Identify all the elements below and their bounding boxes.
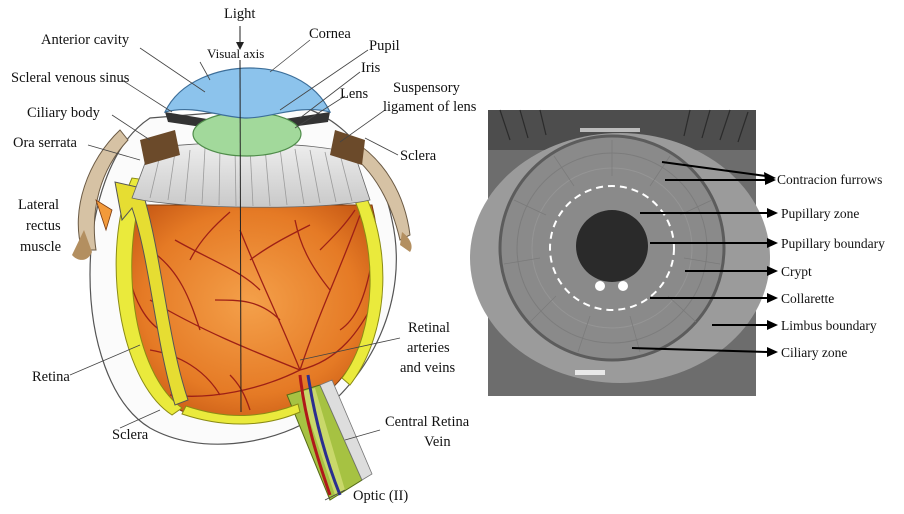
label-lateral: Lateral [18, 197, 59, 213]
label-suspensory-1: Suspensory [393, 80, 460, 96]
label-ciliary-zone: Ciliary zone [781, 345, 847, 360]
label-optic: Optic (II) [353, 488, 408, 504]
label-central-retina: Central Retina [385, 414, 469, 430]
label-contraction-furrows: Contracion furrows [777, 172, 882, 187]
pupil [576, 210, 648, 282]
iris-photo [470, 110, 770, 396]
label-lens: Lens [340, 86, 368, 102]
label-pupillary-zone: Pupillary zone [781, 206, 859, 221]
label-sclera-right: Sclera [400, 148, 436, 164]
label-ora-serrata: Ora serrata [13, 135, 77, 151]
label-suspensory-2: ligament of lens [383, 99, 476, 115]
label-crypt: Crypt [781, 264, 812, 279]
label-pupillary-boundary: Pupillary boundary [781, 236, 885, 251]
label-and-veins: and veins [400, 360, 455, 376]
label-pupil: Pupil [369, 38, 400, 54]
label-limbus-boundary: Limbus boundary [781, 318, 877, 333]
label-muscle: muscle [20, 239, 61, 255]
label-arteries: arteries [407, 340, 450, 356]
label-ciliary-body: Ciliary body [27, 105, 100, 121]
label-scleral-venous-sinus: Scleral venous sinus [11, 70, 129, 86]
label-light: Light [224, 6, 255, 22]
label-vein: Vein [424, 434, 451, 450]
label-collarette: Collarette [781, 291, 834, 306]
label-rectus: rectus [26, 218, 61, 234]
label-cornea: Cornea [309, 26, 351, 42]
label-visual-axis: Visual axis [207, 46, 264, 62]
label-iris: Iris [361, 60, 380, 76]
label-sclera-left: Sclera [112, 427, 148, 443]
label-anterior-cavity: Anterior cavity [41, 32, 129, 48]
label-retina: Retina [32, 369, 70, 385]
label-retinal: Retinal [408, 320, 450, 336]
